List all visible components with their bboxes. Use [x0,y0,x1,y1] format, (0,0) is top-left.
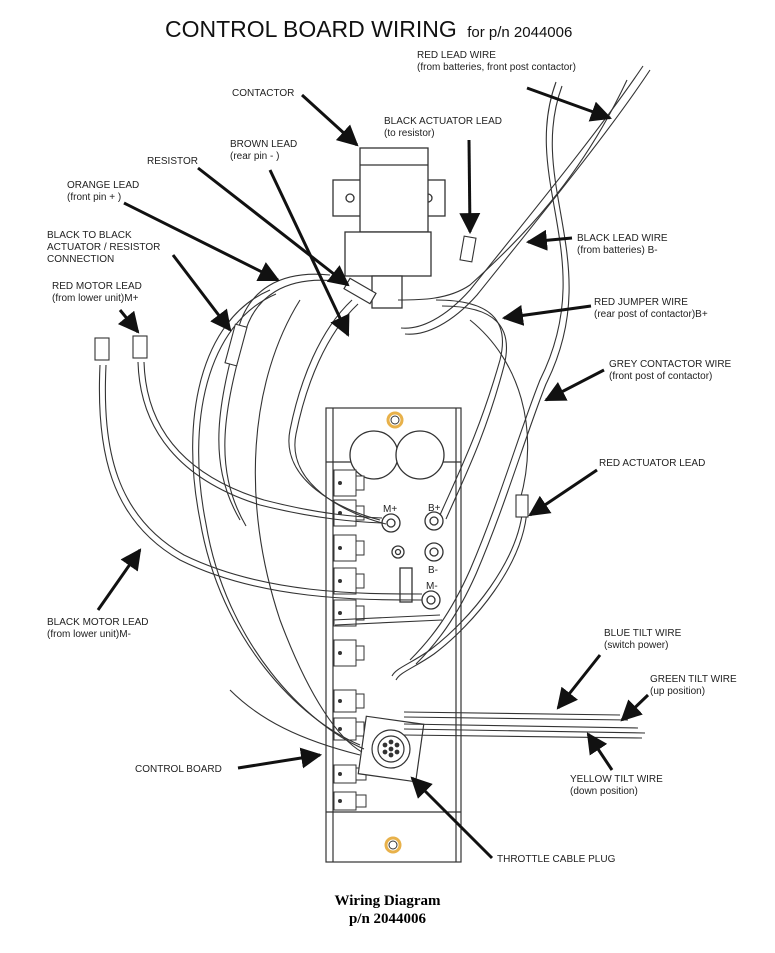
arrow-orange-lead [123,201,280,282]
arrow-blue-tilt-wire [556,654,602,710]
label-red-jumper-wire: RED JUMPER WIRE(rear post of contactor)B… [594,297,708,320]
resistor [343,277,377,305]
arrow-resistor [197,166,350,287]
caption-line-2: p/n 2044006 [348,911,427,927]
arrow-black-motor-lead [96,548,142,611]
arrow-red-lead-wire [526,86,612,122]
wire-terminals [94,235,529,518]
caption-line-1: Wiring Diagram [334,893,441,909]
arrow-control-board [237,747,323,770]
terminal-posts [381,511,444,610]
arrow-brown-lead [268,169,350,337]
black-motor-terminal [94,337,110,361]
arrow-red-motor-lead [117,309,140,334]
black-to-black-connector [224,323,248,367]
arrow-throttle-cable-plug [410,776,494,860]
mount-hole-top [386,411,404,429]
arrow-green-tilt-wire [620,693,650,722]
label-red-lead-wire: RED LEAD WIRE(from batteries, front post… [417,50,576,73]
diagram-title: CONTROL BOARD WIRING for p/n 2044006 [165,16,572,42]
contactor [332,147,446,309]
terminal-label-b-minus: B- [428,565,438,576]
arrow-black-to-black [171,254,232,332]
wires [98,65,651,756]
arrow-black-actuator-lead [459,139,481,235]
mount-holes [384,411,404,854]
label-black-lead-wire: BLACK LEAD WIRE(from batteries) B- [577,233,668,256]
label-red-motor-lead: RED MOTOR LEAD(from lower unit)M+ [52,281,142,304]
arrow-black-lead-wire [525,229,573,251]
capacitors [349,430,445,480]
label-blue-tilt-wire: BLUE TILT WIRE(switch power) [604,628,682,651]
terminal-label-b-plus: B+ [428,503,441,514]
arrow-red-jumper-wire [501,304,592,326]
callout-labels: RED LEAD WIRE(from batteries, front post… [47,50,737,865]
black-actuator-terminal [459,235,477,263]
label-resistor: RESISTOR [147,156,198,167]
label-contactor: CONTACTOR [232,88,294,99]
red-actuator-terminal [515,494,529,518]
terminal-label-m-plus: M+ [383,504,397,515]
label-green-tilt-wire: GREEN TILT WIRE(up position) [650,674,737,697]
connector-pins [338,481,342,803]
label-throttle-cable-plug: THROTTLE CABLE PLUG [497,854,616,865]
label-black-actuator-lead: BLACK ACTUATOR LEAD(to resistor) [384,116,502,139]
label-black-motor-lead: BLACK MOTOR LEAD(from lower unit)M- [47,617,149,640]
label-control-board: CONTROL BOARD [135,764,222,775]
label-orange-lead: ORANGE LEAD(front pin + ) [67,180,139,203]
arrow-contactor [300,93,359,147]
label-yellow-tilt-wire: YELLOW TILT WIRE(down position) [570,774,663,797]
label-grey-contactor-wire: GREY CONTACTOR WIRE(front post of contac… [609,359,732,382]
label-brown-lead: BROWN LEAD(rear pin - ) [230,139,297,162]
label-red-actuator-lead: RED ACTUATOR LEAD [599,458,705,469]
callout-arrows [96,86,650,860]
arrow-grey-contactor-wire [544,368,605,402]
terminal-label-m-minus: M- [426,581,438,592]
mount-hole-bottom [384,836,402,854]
arrow-yellow-tilt-wire [586,732,614,771]
arrow-red-actuator-lead [528,468,598,517]
red-motor-terminal [132,335,148,359]
throttle-cable-plug [357,715,425,783]
